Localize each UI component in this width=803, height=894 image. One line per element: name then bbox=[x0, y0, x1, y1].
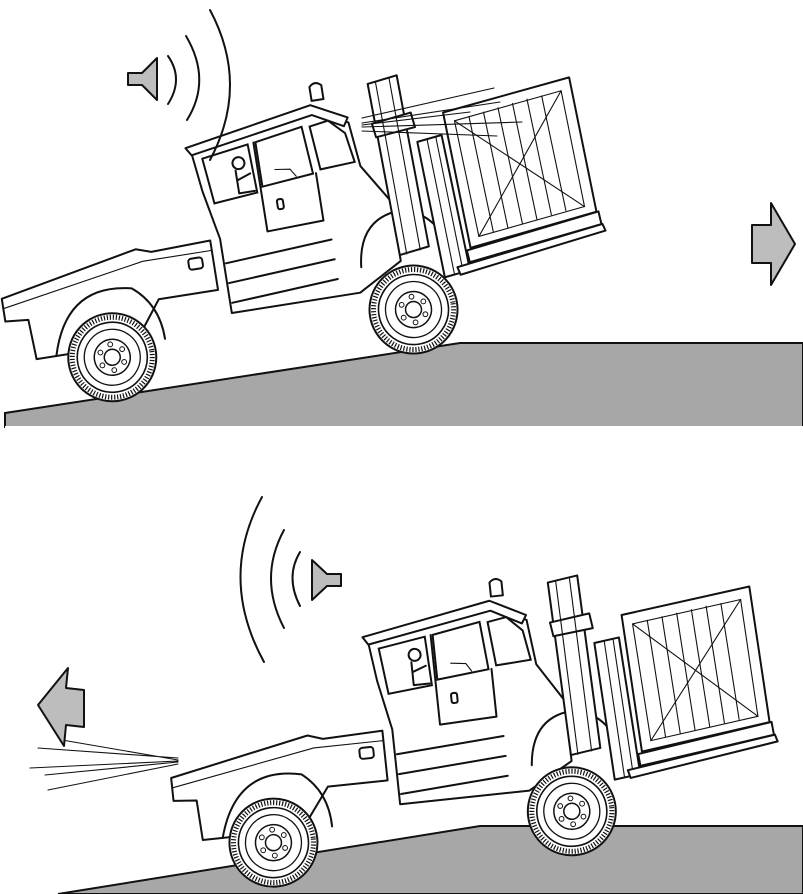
bottom-speaker-icon bbox=[240, 497, 341, 662]
bottom-panel bbox=[30, 497, 803, 894]
bottom-beacon-light-icon bbox=[30, 740, 178, 790]
top-arrow-icon bbox=[752, 203, 795, 285]
bottom-arrow-icon bbox=[38, 668, 84, 746]
top-panel bbox=[0, 10, 803, 427]
bottom-ramp-ground bbox=[58, 826, 803, 894]
